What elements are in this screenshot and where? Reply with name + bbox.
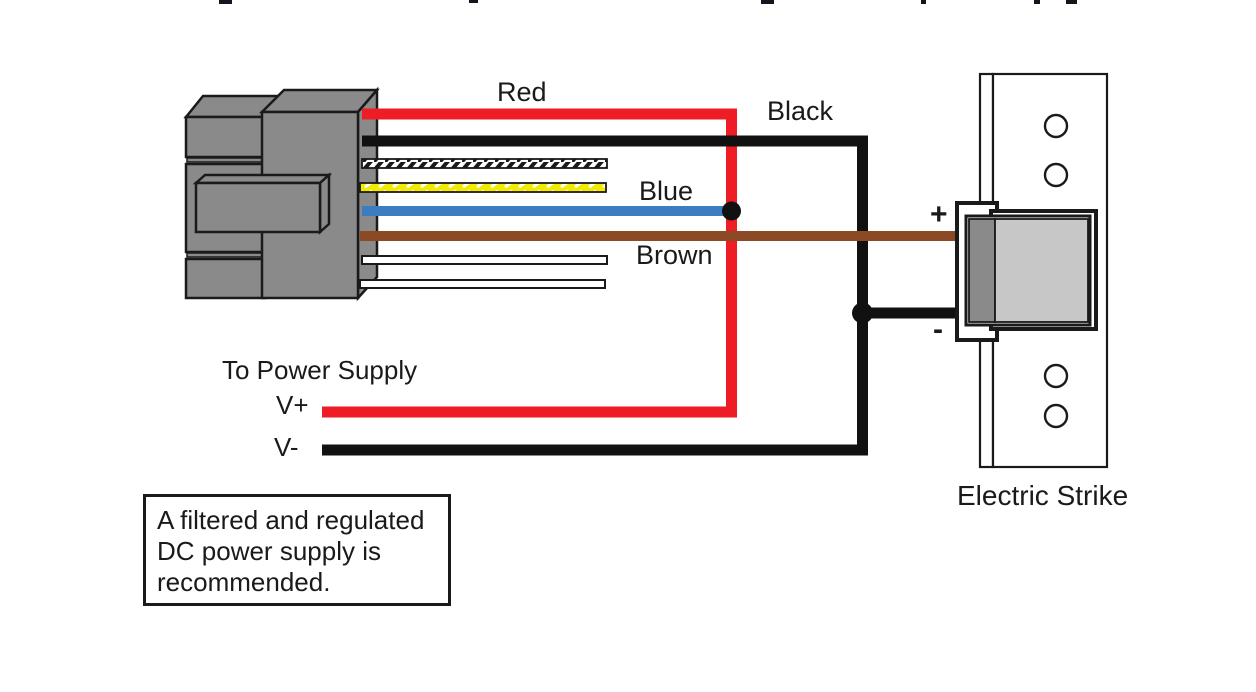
connector-left-fin-2 bbox=[186, 252, 265, 258]
note-line: A filtered and regulated bbox=[157, 505, 425, 535]
v-plus-label: V+ bbox=[276, 390, 309, 420]
clipped-text-fragment bbox=[469, 0, 478, 3]
black-wire bbox=[322, 135, 868, 456]
connector-topleft-block bbox=[184, 115, 267, 159]
strike-minus-terminal-label: - bbox=[933, 313, 943, 346]
note-box: A filtered and regulated DC power supply… bbox=[143, 494, 451, 606]
v-minus-label: V- bbox=[274, 432, 299, 462]
clipped-text-fragment bbox=[1034, 0, 1040, 4]
clipped-text-fragment bbox=[761, 0, 774, 4]
strike-screw-hole bbox=[1043, 113, 1069, 139]
connector-bottom-block bbox=[184, 257, 267, 300]
wires bbox=[322, 108, 960, 456]
clipped-text-fragment bbox=[1066, 0, 1077, 4]
connector-bar-front bbox=[194, 181, 322, 234]
connector-bar-rightface bbox=[318, 172, 331, 235]
clipped-text-fragment bbox=[921, 0, 926, 4]
clipped-text-fragment bbox=[219, 0, 232, 4]
strike-latch-light bbox=[994, 218, 1089, 323]
white-wire-upper bbox=[361, 255, 608, 265]
strike-latch-dark bbox=[968, 218, 996, 323]
electric-strike-label: Electric Strike bbox=[957, 480, 1129, 511]
blue-wire-label: Blue bbox=[639, 176, 694, 206]
yellow-striped-wire bbox=[359, 182, 607, 193]
strike-screw-hole bbox=[1043, 403, 1069, 429]
brown-wire-label: Brown bbox=[636, 240, 713, 270]
blue-red-junction-dot bbox=[722, 201, 741, 221]
black-branch-junction-dot bbox=[852, 302, 873, 324]
to-power-supply-label: To Power Supply bbox=[222, 355, 418, 385]
connector-plug bbox=[183, 86, 380, 302]
connector-body-rightface bbox=[356, 86, 379, 302]
white-wire-lower bbox=[359, 279, 606, 289]
note-line: recommended. bbox=[157, 567, 331, 597]
strike-screw-hole bbox=[1043, 162, 1069, 188]
note-line: DC power supply is bbox=[157, 536, 381, 566]
electric-strike bbox=[955, 72, 1109, 469]
strike-screw-hole bbox=[1043, 363, 1069, 389]
connector-left-fin-1 bbox=[186, 157, 265, 163]
strike-plus-terminal-label: + bbox=[930, 198, 948, 231]
red-wire-label: Red bbox=[497, 77, 547, 107]
black-wire-label: Black bbox=[767, 96, 834, 126]
hatched-wire bbox=[361, 158, 608, 169]
red-wire bbox=[322, 108, 737, 418]
